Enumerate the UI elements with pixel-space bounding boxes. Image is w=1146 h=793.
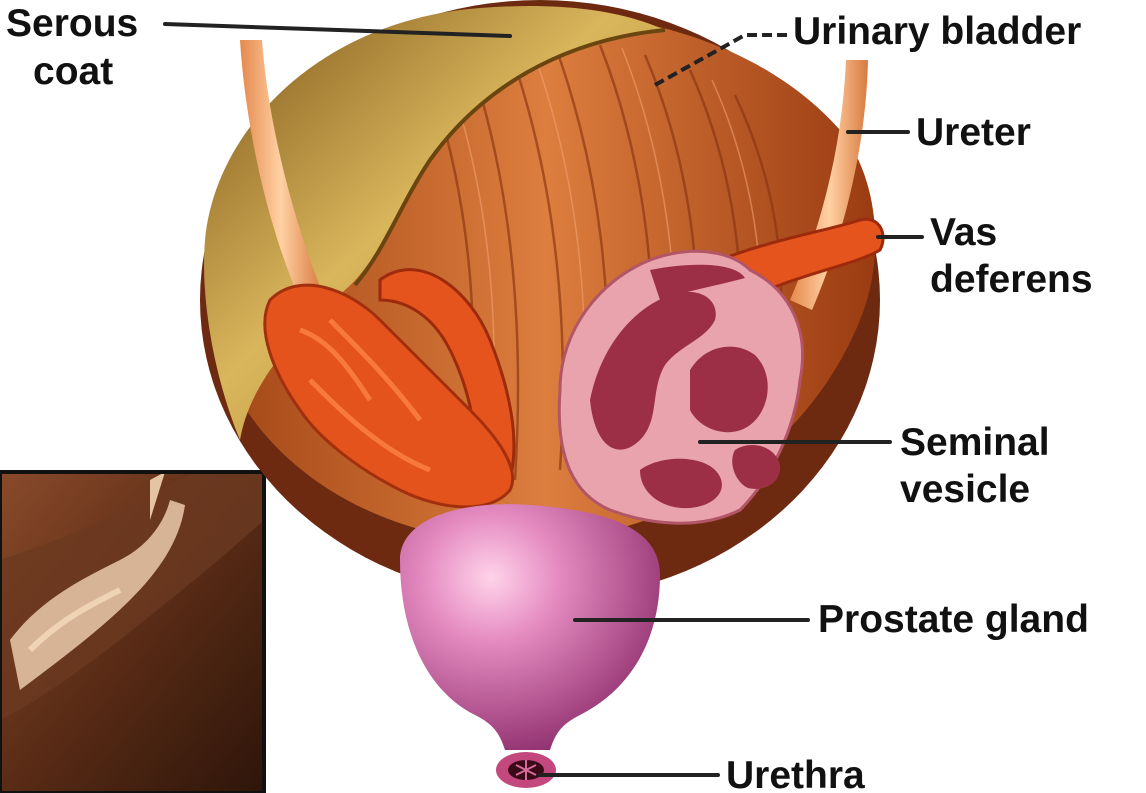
label-vas-deferens-line1: Vas [930, 211, 997, 254]
label-ureter: Ureter [916, 111, 1031, 154]
label-seminal-vesicle-line1: Seminal [900, 421, 1050, 464]
label-urethra: Urethra [726, 754, 865, 793]
inset-photo [0, 470, 264, 793]
label-vas-deferens-line2: deferens [930, 258, 1093, 301]
label-prostate-gland: Prostate gland [818, 598, 1089, 641]
prostate-gland-illustration [400, 504, 660, 788]
label-serous-coat-line1: Serous [6, 2, 138, 45]
label-serous-coat-line2: coat [33, 50, 113, 93]
label-urinary-bladder: Urinary bladder [793, 10, 1081, 53]
label-seminal-vesicle-line2: vesicle [900, 468, 1030, 511]
